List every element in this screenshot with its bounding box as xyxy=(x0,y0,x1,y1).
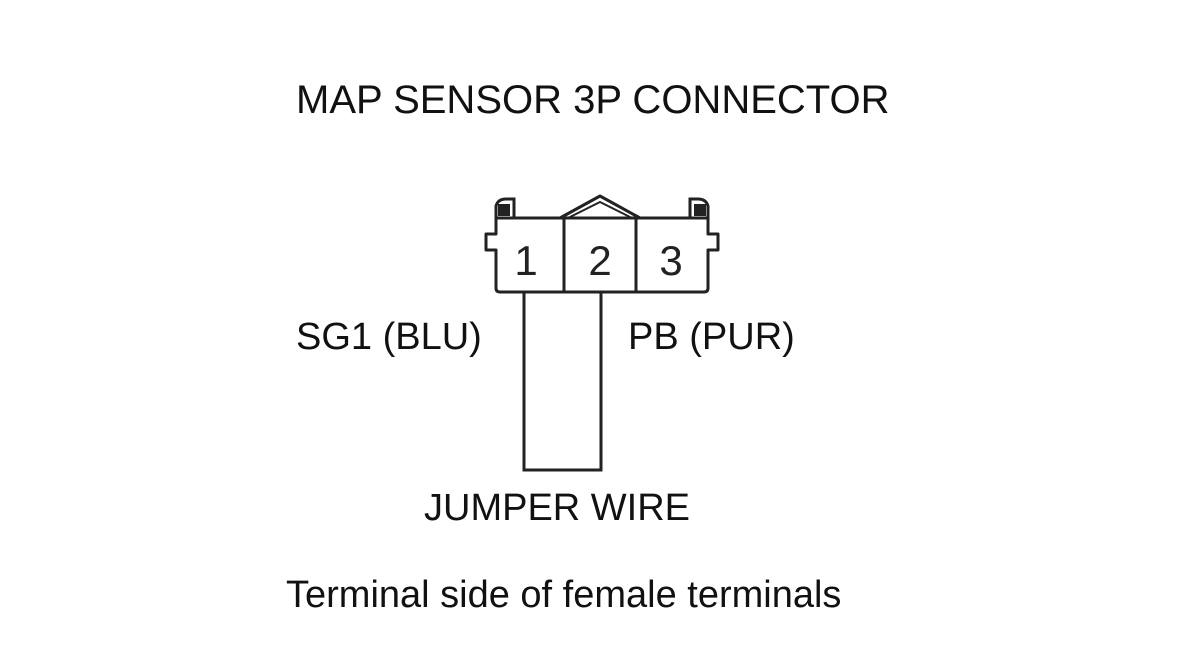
left-latch-fill xyxy=(498,204,510,216)
pin-number-2: 2 xyxy=(588,237,611,284)
wire-label-sg1: SG1 (BLU) xyxy=(296,316,482,358)
connector-key-inner xyxy=(567,201,633,219)
pin-number-1: 1 xyxy=(514,237,537,284)
connector-key xyxy=(559,194,641,220)
diagram-title: MAP SENSOR 3P CONNECTOR xyxy=(296,78,890,122)
wire-label-pb: PB (PUR) xyxy=(628,316,795,358)
jumper-wire-label: JUMPER WIRE xyxy=(424,487,690,529)
left-latch xyxy=(494,197,516,218)
pin-number-3: 3 xyxy=(659,237,682,284)
jumper-wire xyxy=(522,292,603,472)
connector-housing xyxy=(484,216,720,294)
right-latch xyxy=(688,197,710,218)
view-caption: Terminal side of female terminals xyxy=(286,574,842,616)
right-latch-fill xyxy=(694,204,706,216)
